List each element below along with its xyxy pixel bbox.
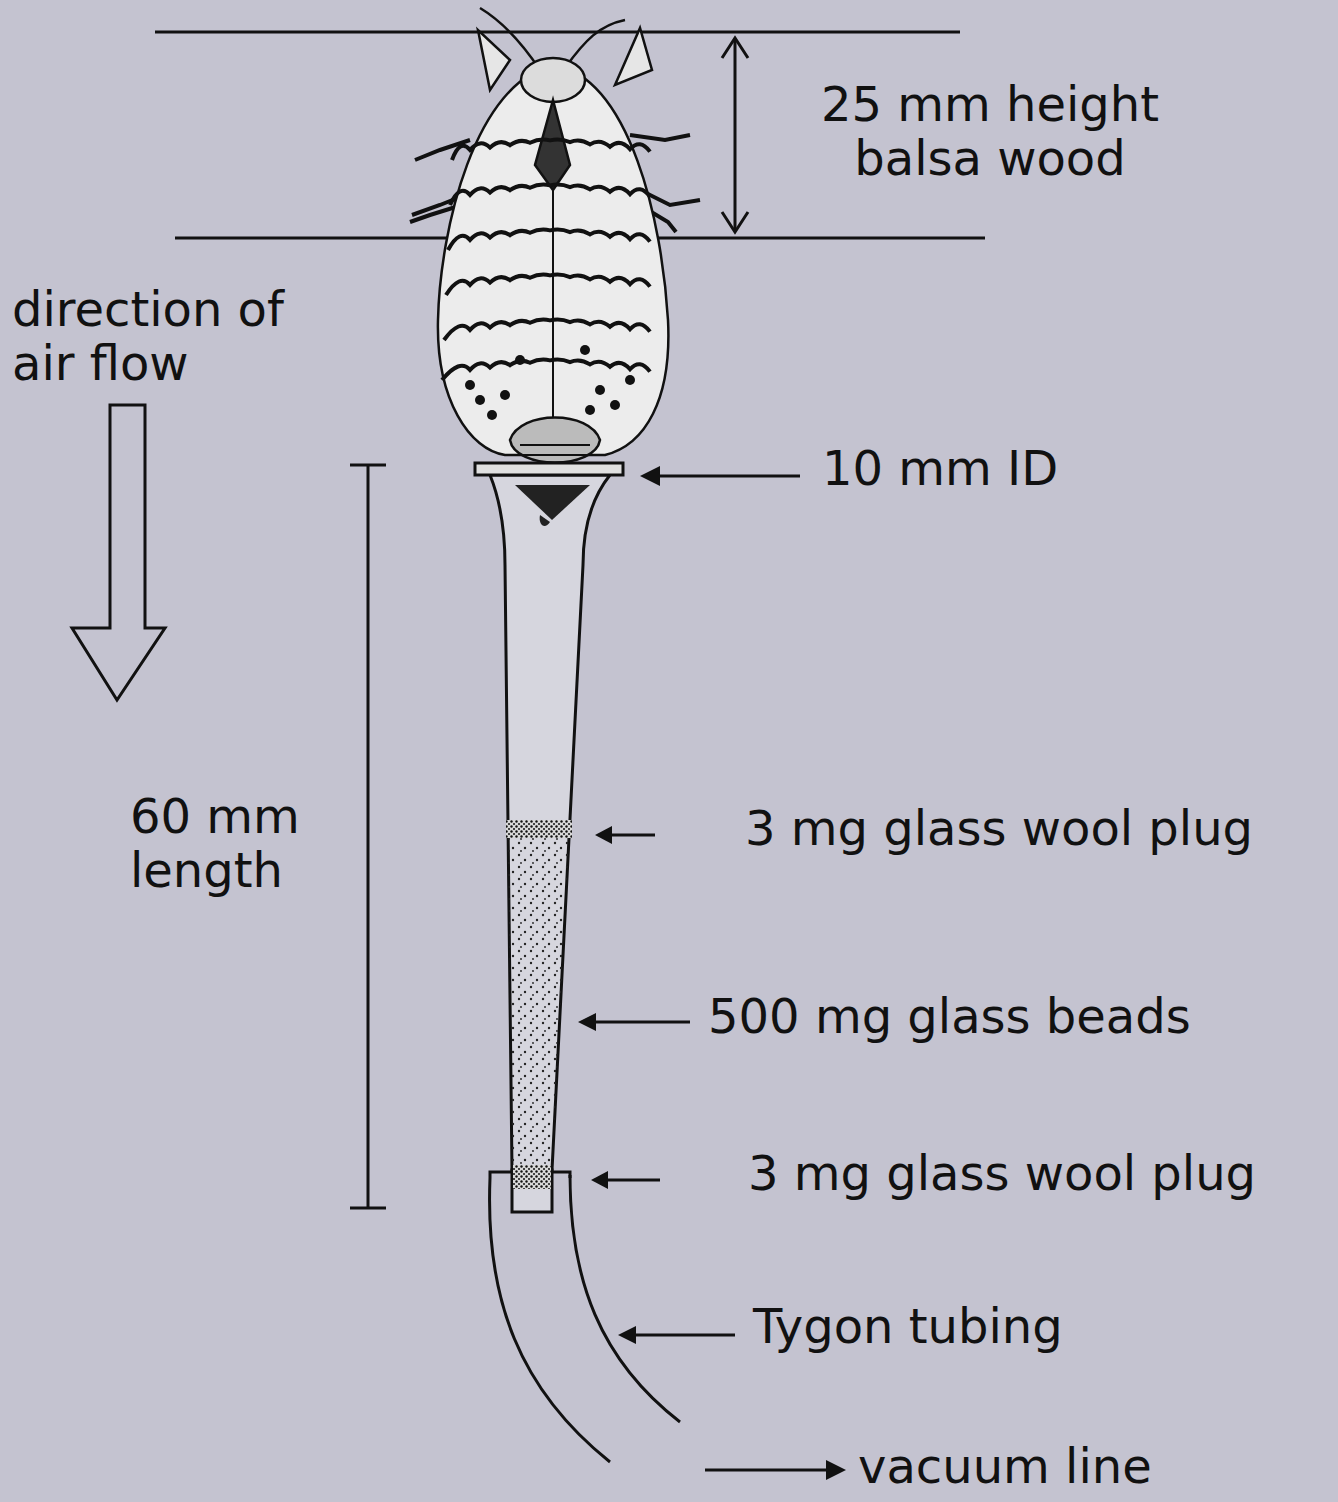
- wing-bands: [442, 140, 650, 380]
- tubing-wall: [490, 1178, 610, 1462]
- moth-abdomen: [510, 418, 600, 463]
- dimension-line: [155, 31, 960, 34]
- moth-drawing: [410, 8, 700, 463]
- wing-band: [442, 360, 650, 380]
- moth-palp: [478, 30, 510, 90]
- label-text: 25 mm height balsa wood: [790, 78, 1190, 186]
- wing-spot: [625, 375, 635, 385]
- wing-band: [444, 320, 650, 340]
- moth-abdomen-tip: [515, 485, 590, 520]
- moth-palp: [615, 28, 652, 85]
- moth-wings: [438, 65, 668, 455]
- wing-spot: [515, 355, 525, 365]
- wing-spot: [465, 380, 475, 390]
- tube-rim: [475, 463, 623, 475]
- glass-tube: [475, 463, 623, 1170]
- glass-wool-plug: [513, 1165, 551, 1189]
- airflow-arrow: [72, 405, 165, 700]
- wing-band: [452, 140, 650, 160]
- wing-spot: [580, 345, 590, 355]
- wing-spot: [610, 400, 620, 410]
- tube-body: [490, 475, 610, 1170]
- wing-spot: [500, 390, 510, 400]
- wing-spot: [595, 385, 605, 395]
- arrowhead: [722, 212, 748, 232]
- length-bracket: [350, 465, 386, 1208]
- wing-band: [450, 185, 650, 205]
- label-text: vacuum line: [858, 1440, 1152, 1494]
- label-text: 3 mg glass wool plug: [748, 1147, 1256, 1201]
- droplet: [540, 515, 550, 526]
- arrowhead: [722, 38, 748, 58]
- tygon-tubing: [490, 1165, 680, 1462]
- moth-mark: [535, 100, 570, 190]
- wing-spot: [585, 405, 595, 415]
- label-text: 10 mm ID: [822, 442, 1058, 496]
- label-text: Tygon tubing: [753, 1300, 1063, 1354]
- label-text: 3 mg glass wool plug: [745, 802, 1253, 856]
- wing-band: [448, 230, 650, 250]
- tubing-wall: [570, 1175, 680, 1422]
- label-text: direction of air flow: [12, 283, 342, 391]
- glass-wool-plug: [506, 820, 572, 838]
- wing-spot: [475, 395, 485, 405]
- dimension-arrow: [734, 40, 737, 230]
- glass-beads: [508, 835, 569, 1168]
- label-text: 60 mm length: [130, 790, 330, 898]
- wing-band: [446, 275, 650, 295]
- wing-spots: [465, 345, 635, 420]
- label-text: 500 mg glass beads: [708, 990, 1191, 1044]
- wing-spot: [487, 410, 497, 420]
- abdomen-stripes: [518, 445, 592, 455]
